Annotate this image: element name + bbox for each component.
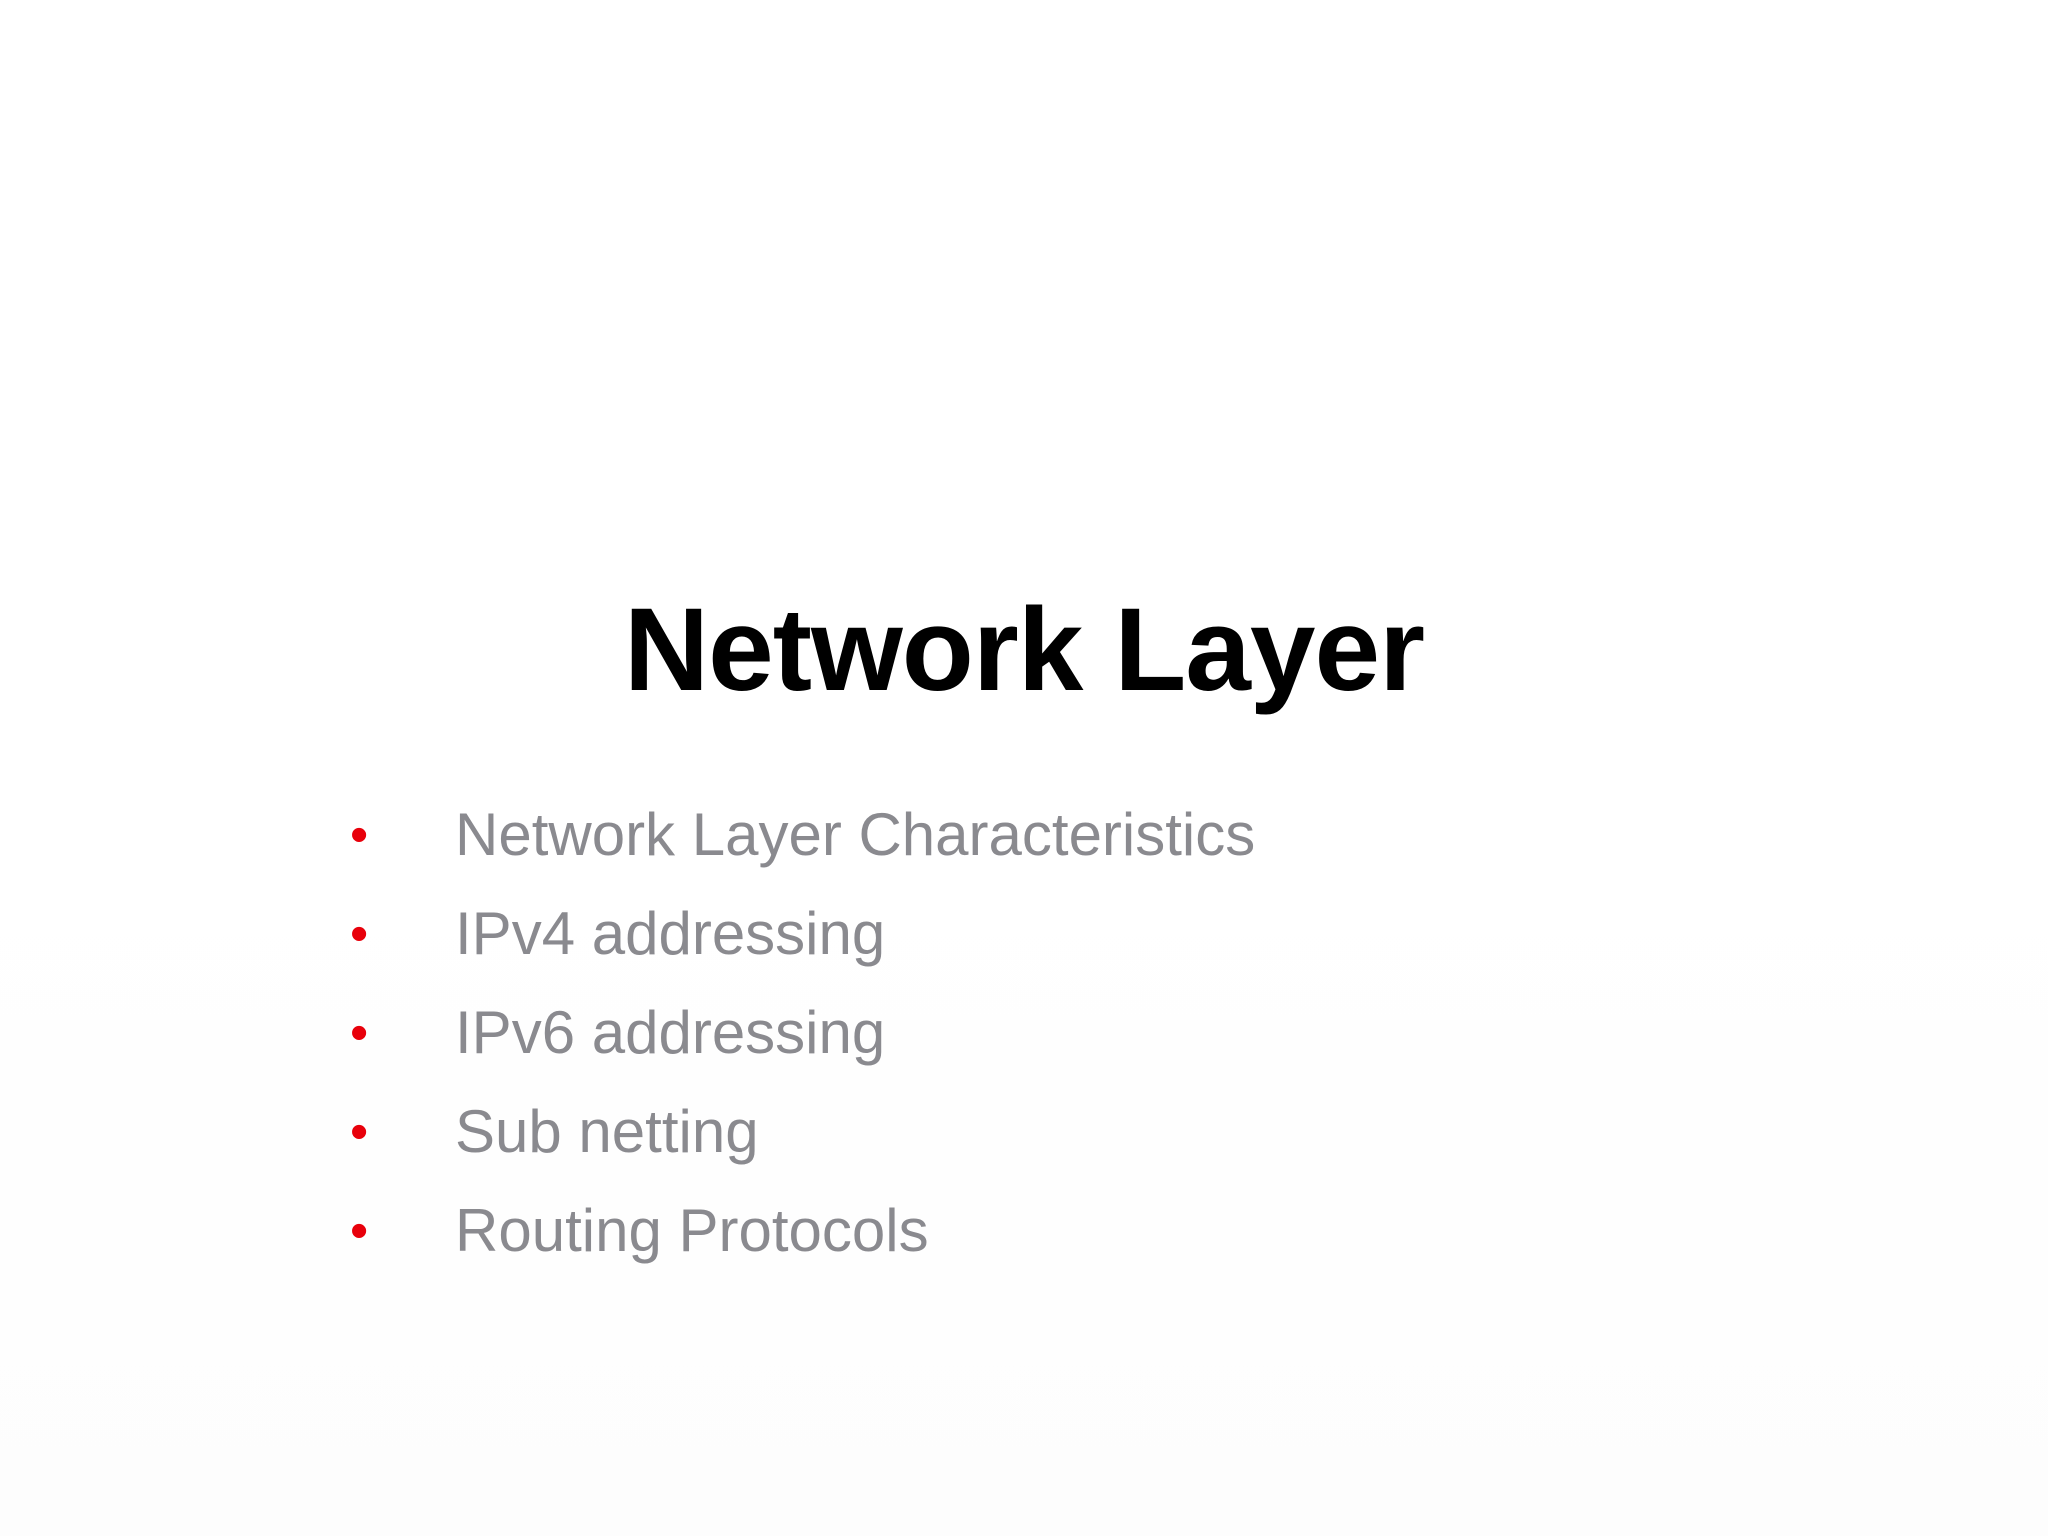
list-item-text: IPv6 addressing <box>455 999 886 1066</box>
bullet-icon: • <box>350 1202 369 1260</box>
bullet-icon: • <box>350 905 369 963</box>
bullet-icon: • <box>350 1004 369 1062</box>
slide-title: Network Layer <box>623 584 1425 716</box>
list-item-text: Network Layer Characteristics <box>455 801 1256 868</box>
list-item-text: Sub netting <box>455 1098 759 1165</box>
list-item-text: Routing Protocols <box>455 1197 929 1264</box>
bullet-icon: • <box>350 1103 369 1161</box>
list-item-text: IPv4 addressing <box>455 900 886 967</box>
bullet-icon: • <box>350 806 369 864</box>
